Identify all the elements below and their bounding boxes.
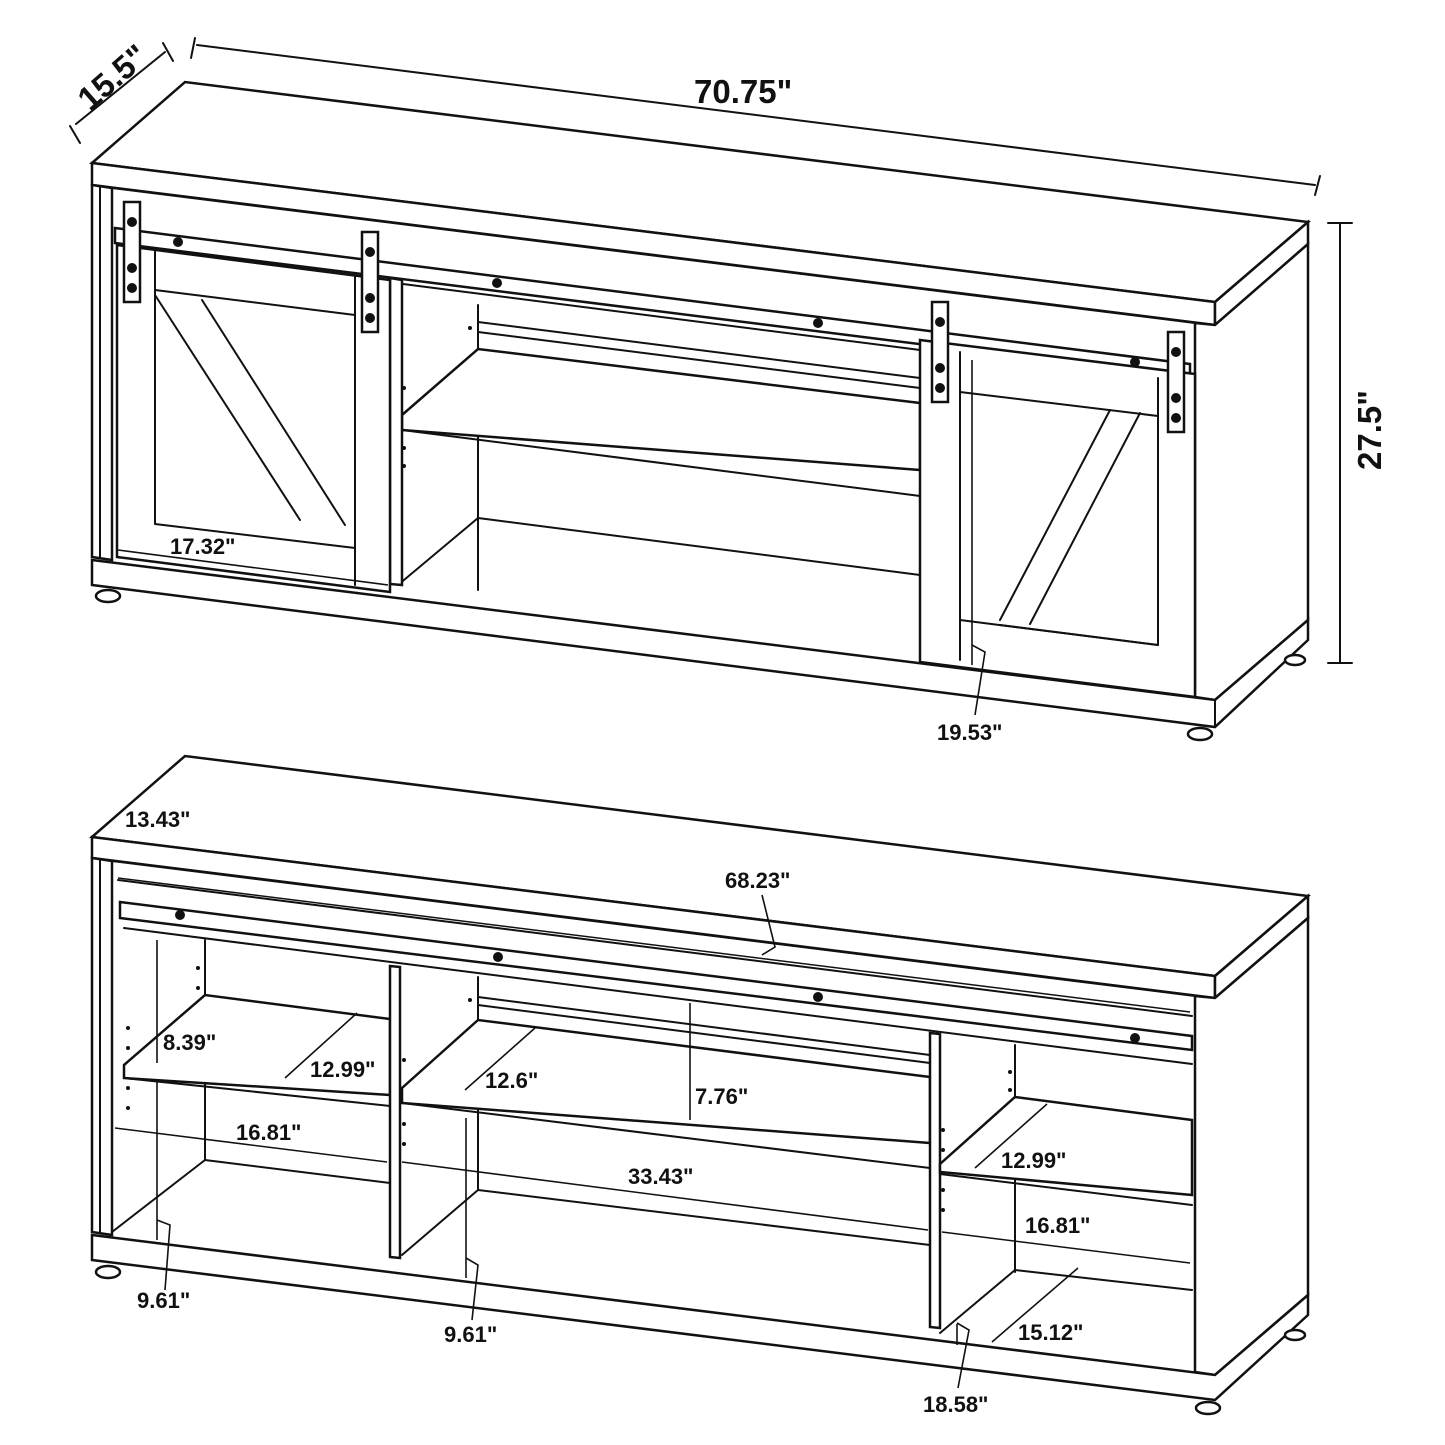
left-lower-height-label: 9.61" <box>137 1288 190 1313</box>
left-upper-height-label: 8.39" <box>163 1030 216 1055</box>
open-interior-view: 13.43" 68.23" 8.39" 12.99" 16.81" 9.61" … <box>89 754 1311 1417</box>
top-depth-label: 13.43" <box>125 807 190 832</box>
center-lower-height-label: 9.61" <box>444 1322 497 1347</box>
right-height-label: 18.58" <box>923 1392 988 1417</box>
interior-width-label: 68.23" <box>725 868 790 893</box>
door-width-label: 17.32" <box>170 534 235 559</box>
height-label: 27.5" <box>1351 390 1388 470</box>
center-upper-height-label: 7.76" <box>695 1084 748 1109</box>
left-shelf-depth-label: 12.99" <box>310 1057 375 1082</box>
right-bottom-depth-label: 15.12" <box>1018 1320 1083 1345</box>
center-shelf-depth-label: 12.6" <box>485 1068 538 1093</box>
dimension-lines-bottom <box>114 877 1191 1389</box>
width-label: 70.75" <box>694 73 792 110</box>
left-width-label: 16.81" <box>236 1120 301 1145</box>
right-width-label: 16.81" <box>1025 1213 1090 1238</box>
left-barn-door <box>115 243 392 594</box>
door-opening-height-label: 19.53" <box>937 720 1002 745</box>
closed-doors-view: 15.5" 70.75" 27.5" 17.32" 19.53" <box>69 37 1388 745</box>
right-shelf-depth-label: 12.99" <box>1001 1148 1066 1173</box>
right-barn-door <box>918 338 1197 699</box>
depth-label: 15.5" <box>70 37 155 117</box>
center-width-label: 33.43" <box>628 1164 693 1189</box>
door-hangers <box>122 200 1186 434</box>
dimension-lines-top <box>69 37 1353 716</box>
